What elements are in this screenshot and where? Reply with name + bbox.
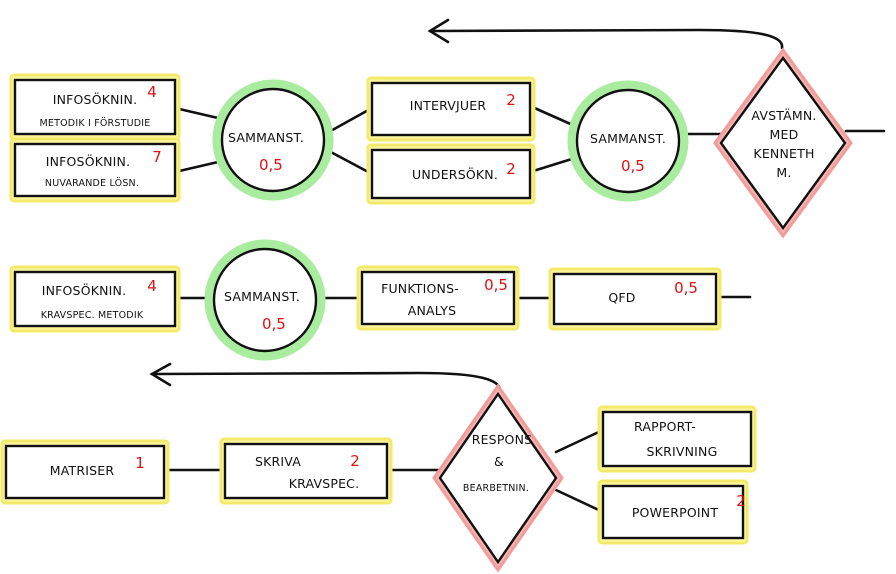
box-outline — [13, 270, 177, 328]
box-outline — [552, 272, 718, 326]
box-outline — [370, 148, 532, 200]
task-box-b4: UNDERSÖKN. 2 — [366, 143, 536, 205]
edge-d1-return-arrow — [430, 28, 784, 50]
arrowhead-bottom — [149, 362, 172, 387]
box-outline — [13, 78, 177, 136]
task-box-b3: INTERVJUER 2 — [366, 76, 536, 142]
node-label-line: METODIK I FÖRSTUDIE — [40, 118, 151, 129]
node-label-line: INFOSÖKNIN. — [53, 91, 138, 107]
edge-b1-c1 — [173, 106, 220, 120]
hours-estimate: 0,5 — [262, 315, 286, 333]
node-label-line: POWERPOINT — [632, 505, 719, 520]
arrowhead-top — [427, 18, 450, 44]
diamond-outline — [438, 391, 558, 565]
box-outline — [4, 444, 166, 500]
task-box-b6: FUNKTIONS- ANALYS 0,5 — [356, 265, 520, 331]
task-box-b11: POWERPOINT 2 — [597, 479, 749, 545]
summary-circle-c2: SAMMANST. 0,5 — [567, 80, 689, 202]
node-label-line: QFD — [608, 290, 635, 305]
highlight — [212, 79, 334, 201]
hours-estimate: 2 — [506, 91, 516, 109]
hours-estimate: 0,5 — [621, 157, 645, 175]
edge-b4-c2 — [528, 156, 577, 174]
task-box-b5: INFOSÖKNIN. KRAVSPEC. METODIK 4 — [9, 265, 181, 333]
edge-c1-b4 — [325, 148, 374, 176]
hours-estimate: 4 — [147, 83, 157, 101]
edge-d2-b11 — [554, 488, 605, 514]
box-outline — [601, 410, 753, 468]
summary-circle-c3: SAMMANST. 0,5 — [204, 239, 326, 361]
hours-estimate: 4 — [147, 277, 157, 295]
node-label-line: KRAVSPEC. — [289, 476, 360, 491]
node-label-line: UNDERSÖKN. — [412, 166, 498, 182]
edge-b2-c1 — [173, 160, 220, 174]
node-label-line: SKRIVNING — [647, 444, 718, 459]
task-box-b9: SKRIVA KRAVSPEC. 2 — [219, 437, 393, 505]
node-label-line: MATRISER — [50, 463, 115, 478]
edge-b3-c2 — [528, 104, 577, 128]
hours-estimate: 0,5 — [484, 276, 508, 294]
node-label-line: AVSTÄMN. — [751, 108, 816, 123]
box-outline — [223, 442, 389, 500]
circle-outline — [575, 88, 681, 194]
node-label-line: FUNKTIONS- — [381, 281, 459, 296]
edge-c1-b3 — [325, 106, 374, 135]
node-label-line: M. — [776, 165, 791, 180]
task-box-b7: QFD 0,5 — [548, 267, 722, 331]
node-label-line: NUVARANDE LÖSN. — [45, 178, 139, 189]
node-label-line: KRAVSPEC. METODIK — [41, 310, 144, 321]
task-box-b10: RAPPORT- SKRIVNING — [597, 405, 757, 473]
box-outline — [360, 270, 516, 326]
node-label-line: MED — [770, 127, 799, 142]
task-box-b8: MATRISER 1 — [0, 439, 170, 505]
edge-d2-b10 — [554, 428, 605, 454]
circle-outline — [220, 87, 326, 193]
node-label-line: & — [494, 454, 504, 469]
decision-diamond-d1: AVSTÄMN. MED KENNETH M. — [713, 47, 853, 239]
hours-estimate: 2 — [350, 452, 360, 470]
node-label-line: RAPPORT- — [634, 419, 696, 434]
node-label-line: ANALYS — [408, 303, 457, 318]
box-outline — [601, 484, 745, 540]
hours-estimate: 2 — [506, 160, 516, 178]
nodes: INFOSÖKNIN.METODIK I FÖRSTUDIE4INFOSÖKNI… — [0, 47, 853, 573]
circle-outline — [212, 247, 318, 353]
node-label-line: INTERVJUER — [410, 98, 487, 113]
hours-estimate: 0,5 — [674, 279, 698, 297]
node-label-line: RESPONS — [472, 432, 533, 447]
highlight — [567, 80, 689, 202]
hours-estimate: 7 — [152, 148, 162, 166]
edge-d2-return-arrow — [150, 371, 502, 394]
highlight — [204, 239, 326, 361]
node-label-line: BEARBETNIN. — [463, 483, 529, 494]
summary-circle-c1: SAMMANST. 0,5 — [212, 79, 334, 201]
diamond-outline — [719, 55, 847, 231]
box-outline — [13, 142, 177, 198]
node-label-line: SKRIVA — [255, 454, 301, 469]
decision-diamond-d2: RESPONS & BEARBETNIN. — [432, 383, 564, 573]
task-box-b2: INFOSÖKNIN. NUVARANDE LÖSN. 7 — [9, 137, 181, 203]
node-label-line: INFOSÖKNIN. — [42, 282, 127, 298]
node-label-line: SAMMANST. — [224, 289, 300, 304]
hours-estimate: 2 — [736, 492, 746, 510]
node-label-line: SAMMANST. — [228, 130, 304, 145]
node-label-line: KENNETH — [753, 146, 814, 161]
node-label-line: INFOSÖKNIN. — [46, 153, 131, 169]
node-label-line: SAMMANST. — [590, 131, 666, 146]
box-outline — [370, 81, 532, 137]
hours-estimate: 0,5 — [259, 156, 283, 174]
hours-estimate: 1 — [135, 454, 145, 472]
task-box-b1: INFOSÖKNIN. METODIK I FÖRSTUDIE 4 — [9, 73, 181, 141]
